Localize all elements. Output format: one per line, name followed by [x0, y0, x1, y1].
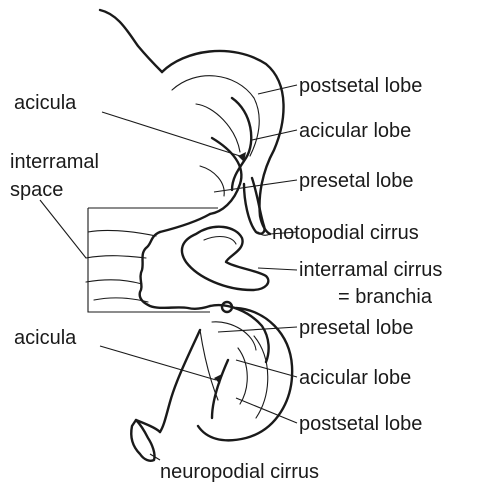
- presetal-lobe-upper: [210, 138, 241, 214]
- postsetal-lobe-upper-outline: [162, 51, 284, 234]
- leader-acicula-lower: [100, 346, 216, 380]
- interramal-cirrus-shape: [182, 227, 268, 290]
- label-acicula-upper: acicula: [14, 92, 77, 114]
- labels: postsetal lobe acicula acicular lobe int…: [10, 75, 442, 483]
- label-interramal-cirrus: interramal cirrus: [299, 259, 442, 281]
- label-postsetal-lobe-upper: postsetal lobe: [299, 75, 422, 97]
- label-presetal-lobe-lower: presetal lobe: [299, 317, 414, 339]
- leader-presetal-lower: [218, 327, 297, 332]
- notopodium: [100, 10, 284, 235]
- leader-postsetal-lower: [236, 398, 297, 423]
- presetal-lobe-lower-inner: [212, 322, 256, 350]
- leader-acicula-upper: [102, 112, 240, 156]
- interramal-margin: [140, 232, 210, 309]
- interramal-space-bracket: [88, 208, 218, 312]
- postsetal-lobe-lower-inner: [238, 336, 268, 418]
- acicular-lobe-upper-inner: [196, 104, 240, 152]
- label-branchia: = branchia: [338, 286, 433, 308]
- label-notopodial-cirrus: notopodial cirrus: [272, 222, 419, 244]
- label-acicular-lobe-lower: acicular lobe: [299, 367, 411, 389]
- interramal-cirrus-inner: [204, 237, 236, 244]
- label-acicula-lower: acicula: [14, 327, 77, 349]
- label-postsetal-lobe-lower: postsetal lobe: [299, 413, 422, 435]
- acicular-lobe-lower-inner: [200, 330, 218, 400]
- label-interramal-space-line2: space: [10, 179, 63, 201]
- leader-interramal-cirrus: [258, 268, 297, 270]
- label-interramal-space-line1: interramal: [10, 151, 99, 173]
- body-wall-upper: [100, 10, 162, 72]
- label-neuropodial-cirrus: neuropodial cirrus: [160, 461, 319, 483]
- label-acicular-lobe-upper: acicular lobe: [299, 120, 411, 142]
- interramal-inner-lines: [86, 230, 156, 302]
- leader-interramal-space: [40, 200, 86, 258]
- leader-postsetal-upper: [258, 85, 297, 94]
- body-wall-lower: [160, 330, 200, 432]
- interramal-region: [86, 227, 268, 312]
- label-presetal-lobe-upper: presetal lobe: [299, 170, 414, 192]
